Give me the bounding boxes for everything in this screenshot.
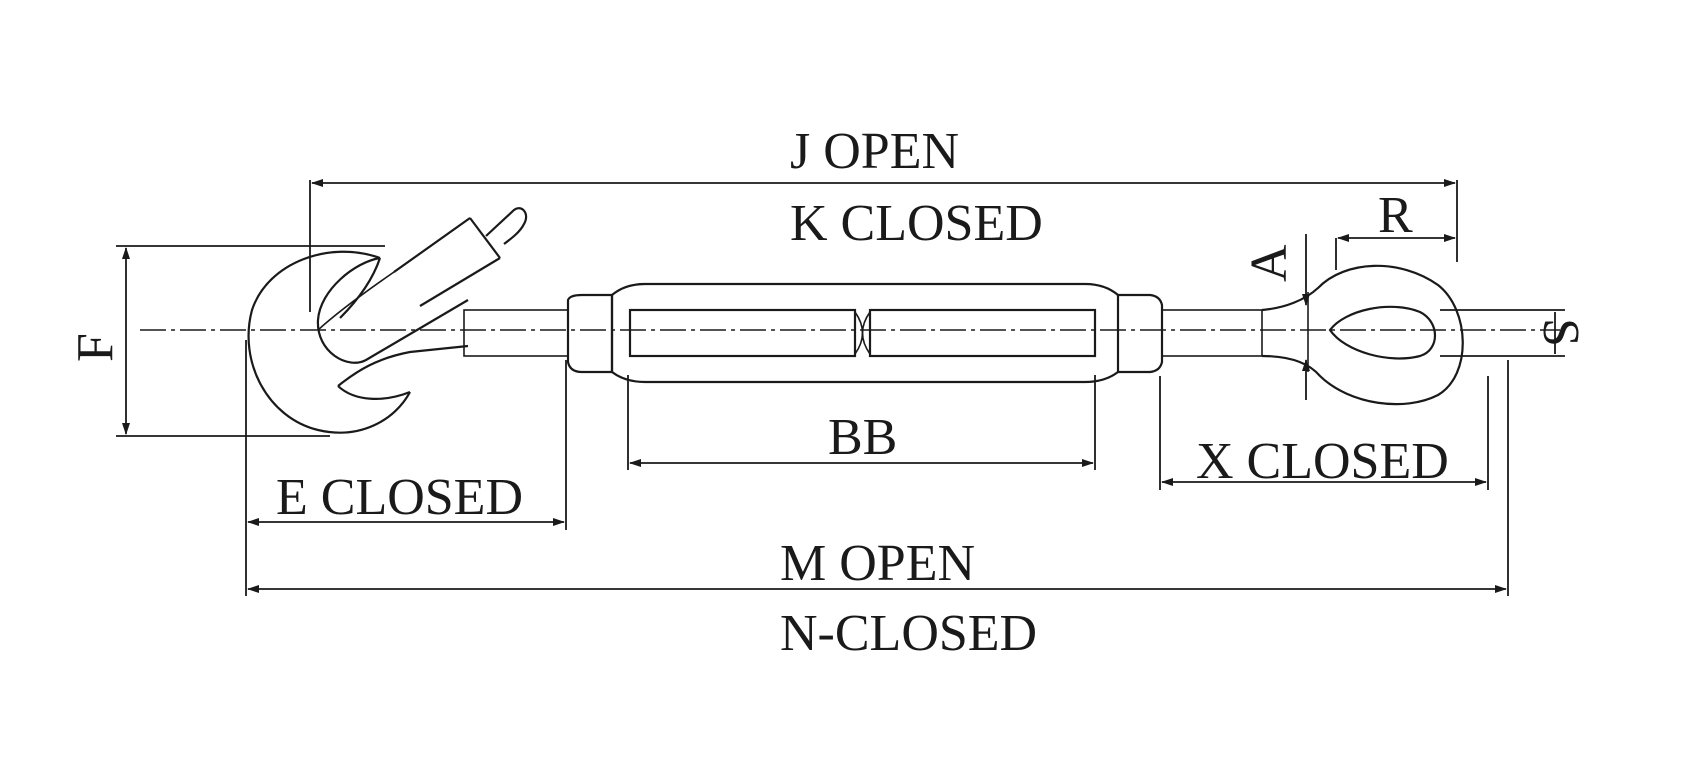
- eye-end: [1261, 264, 1464, 406]
- dim-x: [1159, 376, 1489, 490]
- left-threaded-rod: [463, 309, 569, 357]
- k-closed-label: K CLOSED: [790, 195, 1043, 252]
- dim-f: [116, 245, 385, 437]
- e-closed-label: E CLOSED: [276, 469, 523, 526]
- a-label: A: [1241, 244, 1298, 282]
- bb-label: BB: [828, 409, 897, 466]
- hook-end: [247, 207, 528, 434]
- m-open-label: M OPEN: [780, 535, 975, 592]
- right-threaded-rod: [1161, 309, 1263, 357]
- f-label: F: [67, 333, 124, 362]
- dim-r: [1335, 234, 1456, 270]
- x-closed-label: X CLOSED: [1196, 433, 1449, 490]
- n-closed-label: N-CLOSED: [780, 605, 1037, 662]
- dim-e: [245, 340, 567, 530]
- turnbuckle-body: [566, 282, 1164, 384]
- s-label: S: [1532, 318, 1589, 347]
- j-open-label: J OPEN: [790, 123, 959, 180]
- dim-m-n: [245, 360, 1509, 596]
- r-label: R: [1378, 187, 1413, 244]
- dim-s: [1440, 309, 1565, 357]
- dim-bb: [627, 375, 1096, 470]
